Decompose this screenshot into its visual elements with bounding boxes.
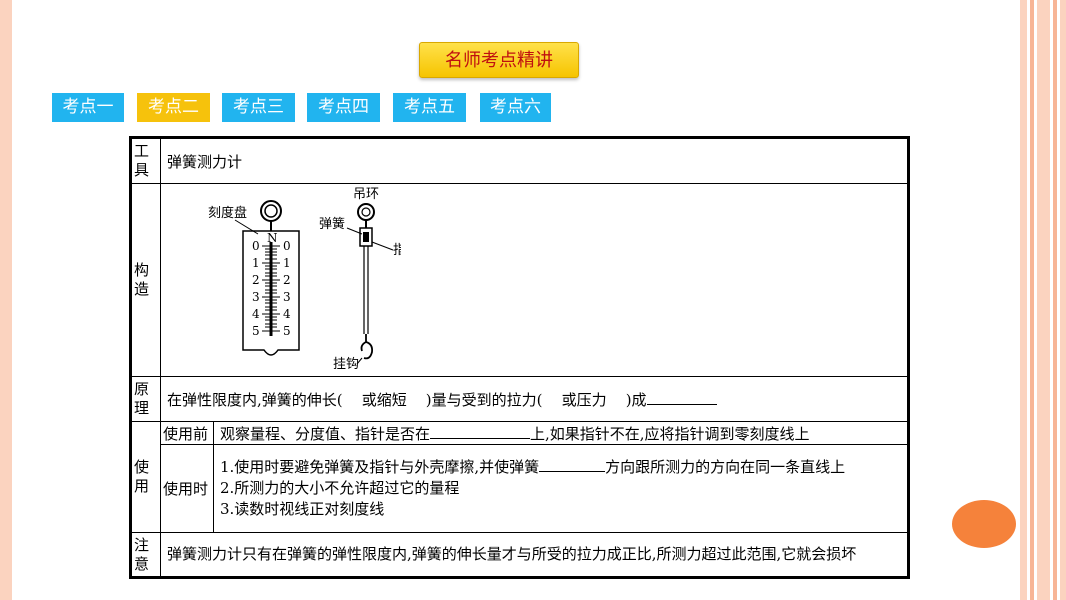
scale-left-3: 3 [252, 290, 260, 304]
scale-left-1: 1 [252, 256, 260, 270]
row-label-note: 注意 [130, 532, 161, 578]
row-label-principle: 原理 [130, 376, 161, 422]
spring-scale-diagram: 刻度盘 N 0 1 2 3 4 5 [208, 187, 419, 372]
scale-left-2: 2 [252, 273, 260, 287]
tab-topic-5[interactable]: 考点五 [393, 93, 466, 122]
tool-value: 弹簧测力计 [160, 137, 909, 184]
usage-during-label: 使用时 [160, 444, 214, 533]
row-tool: 工具 弹簧测力计 [130, 137, 909, 184]
row-structure: 构造 刻度盘 N [130, 183, 909, 377]
usage-before-text: 观察量程、分度值、指针是否在上,如果指针不在,应将指针调到零刻度线上 [213, 421, 909, 445]
next-page-button[interactable] [952, 500, 1016, 548]
fill-blank[interactable] [539, 471, 606, 472]
tab-topic-1[interactable]: 考点一 [52, 93, 124, 122]
hanging-ring-icon [357, 203, 375, 221]
scale-left-4: 4 [252, 307, 260, 321]
tab-topic-2[interactable]: 考点二 [137, 93, 210, 122]
row-usage-before: 使用 使用前 观察量程、分度值、指针是否在上,如果指针不在,应将指针调到零刻度线… [130, 421, 909, 533]
scale-right-1: 1 [283, 256, 291, 270]
tab-topic-4[interactable]: 考点四 [307, 93, 380, 122]
scale-right-3: 3 [283, 290, 291, 304]
spring-scale-table: 工具 弹簧测力计 构造 刻度盘 N [129, 136, 910, 579]
left-decor-bar [0, 0, 12, 600]
scale-right-2: 2 [283, 273, 291, 287]
structure-diagram-cell: 刻度盘 N 0 1 2 3 4 5 [160, 183, 909, 377]
usage-during-text: 1.使用时要避免弹簧及指针与外壳摩擦,并使弹簧方向跟所测力的方向在同一条直线上 … [213, 444, 909, 533]
dial-unit: N [267, 231, 278, 245]
tab-topic-3[interactable]: 考点三 [222, 93, 295, 122]
dial-body [242, 230, 300, 356]
pointer-label: 指针 [393, 243, 401, 258]
hook-icon [360, 334, 374, 360]
scale-right-4: 4 [283, 307, 291, 321]
row-label-tool: 工具 [130, 137, 161, 184]
row-label-usage: 使用 [130, 421, 161, 533]
principle-text: 在弹性限度内,弹簧的伸长( 或缩短 )量与受到的拉力( 或压力 )成 [160, 376, 909, 422]
dial-ring-icon [260, 200, 282, 222]
usage-before-label: 使用前 [160, 421, 214, 445]
row-label-structure: 构造 [130, 183, 161, 377]
section-title-button[interactable]: 名师考点精讲 [419, 42, 579, 78]
right-decor-stripes [1020, 0, 1066, 600]
fill-blank[interactable] [646, 403, 717, 405]
hook-label: 挂钩 [333, 357, 359, 372]
scale-right-0: 0 [283, 239, 291, 253]
row-principle: 原理 在弹性限度内,弹簧的伸长( 或缩短 )量与受到的拉力( 或压力 )成 [130, 376, 909, 422]
spring-housing [359, 227, 373, 247]
scale-left-5: 5 [252, 324, 260, 338]
fill-blank[interactable] [430, 437, 531, 439]
scale-right-5: 5 [283, 324, 291, 338]
scale-left-0: 0 [252, 239, 260, 253]
dial-label: 刻度盘 [208, 205, 247, 221]
tab-topic-6[interactable]: 考点六 [480, 93, 551, 122]
row-usage-during: 使用时 1.使用时要避免弹簧及指针与外壳摩擦,并使弹簧方向跟所测力的方向在同一条… [131, 444, 909, 533]
note-text: 弹簧测力计只有在弹簧的弹性限度内,弹簧的伸长量才与所受的拉力成正比,所测力超过此… [160, 532, 909, 578]
row-note: 注意 弹簧测力计只有在弹簧的弹性限度内,弹簧的伸长量才与所受的拉力成正比,所测力… [130, 532, 909, 578]
spring-label: 弹簧 [319, 216, 345, 232]
ring-label: 吊环 [353, 187, 379, 202]
